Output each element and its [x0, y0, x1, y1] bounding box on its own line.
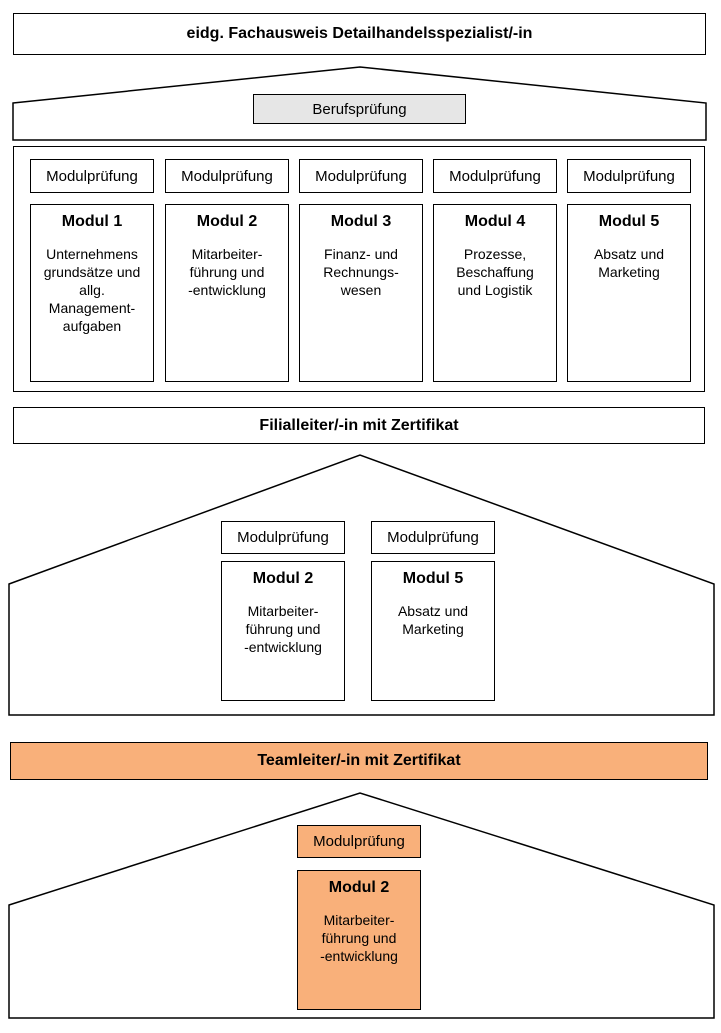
level-title-filialleiter: Filialleiter/-in mit Zertifikat: [13, 407, 705, 444]
module-description: Unternehmens grundsätze und allg. Manage…: [43, 246, 141, 334]
module-name: Modul 2: [196, 213, 258, 230]
module-description: Prozesse, Beschaffung und Logistik: [456, 246, 534, 298]
level-title-fachausweis: eidg. Fachausweis Detailhandelsspezialis…: [13, 13, 706, 55]
house-roof-2: [8, 454, 715, 716]
module-card: Modul 4 Prozesse, Beschaffung und Logist…: [433, 204, 557, 382]
module-name: Modul 3: [330, 213, 392, 230]
module-description: Mitarbeiter- führung und -entwicklung: [188, 246, 266, 298]
module-exam: Modulprüfung: [299, 159, 423, 193]
module-name: Modul 2: [328, 879, 390, 896]
module-card: Modul 2 Mitarbeiter- führung und -entwic…: [297, 870, 421, 1010]
module-description: Absatz und Marketing: [593, 246, 665, 280]
module-name: Modul 4: [464, 213, 526, 230]
module-exam: Modulprüfung: [371, 521, 495, 554]
module-card: Modul 2 Mitarbeiter- führung und -entwic…: [221, 561, 345, 701]
module-card: Modul 1 Unternehmens grundsätze und allg…: [30, 204, 154, 382]
module-card: Modul 5 Absatz und Marketing: [567, 204, 691, 382]
module-exam: Modulprüfung: [297, 825, 421, 858]
module-description: Finanz- und Rechnungs- wesen: [323, 246, 399, 298]
final-exam-berufspruefung: Berufsprüfung: [253, 94, 466, 124]
module-card: Modul 3 Finanz- und Rechnungs- wesen: [299, 204, 423, 382]
module-panel-fachausweis: [13, 146, 705, 392]
module-card: Modul 5 Absatz und Marketing: [371, 561, 495, 701]
module-card: Modul 2 Mitarbeiter- führung und -entwic…: [165, 204, 289, 382]
module-description: Absatz und Marketing: [397, 603, 469, 637]
module-description: Mitarbeiter- führung und -entwicklung: [320, 912, 398, 964]
module-exam: Modulprüfung: [30, 159, 154, 193]
module-exam: Modulprüfung: [433, 159, 557, 193]
level-title-teamleiter: Teamleiter/-in mit Zertifikat: [10, 742, 708, 780]
module-name: Modul 5: [402, 570, 464, 587]
module-exam: Modulprüfung: [567, 159, 691, 193]
module-name: Modul 1: [61, 213, 123, 230]
module-description: Mitarbeiter- führung und -entwicklung: [244, 603, 322, 655]
module-name: Modul 5: [598, 213, 660, 230]
module-exam: Modulprüfung: [165, 159, 289, 193]
module-exam: Modulprüfung: [221, 521, 345, 554]
module-name: Modul 2: [252, 570, 314, 587]
